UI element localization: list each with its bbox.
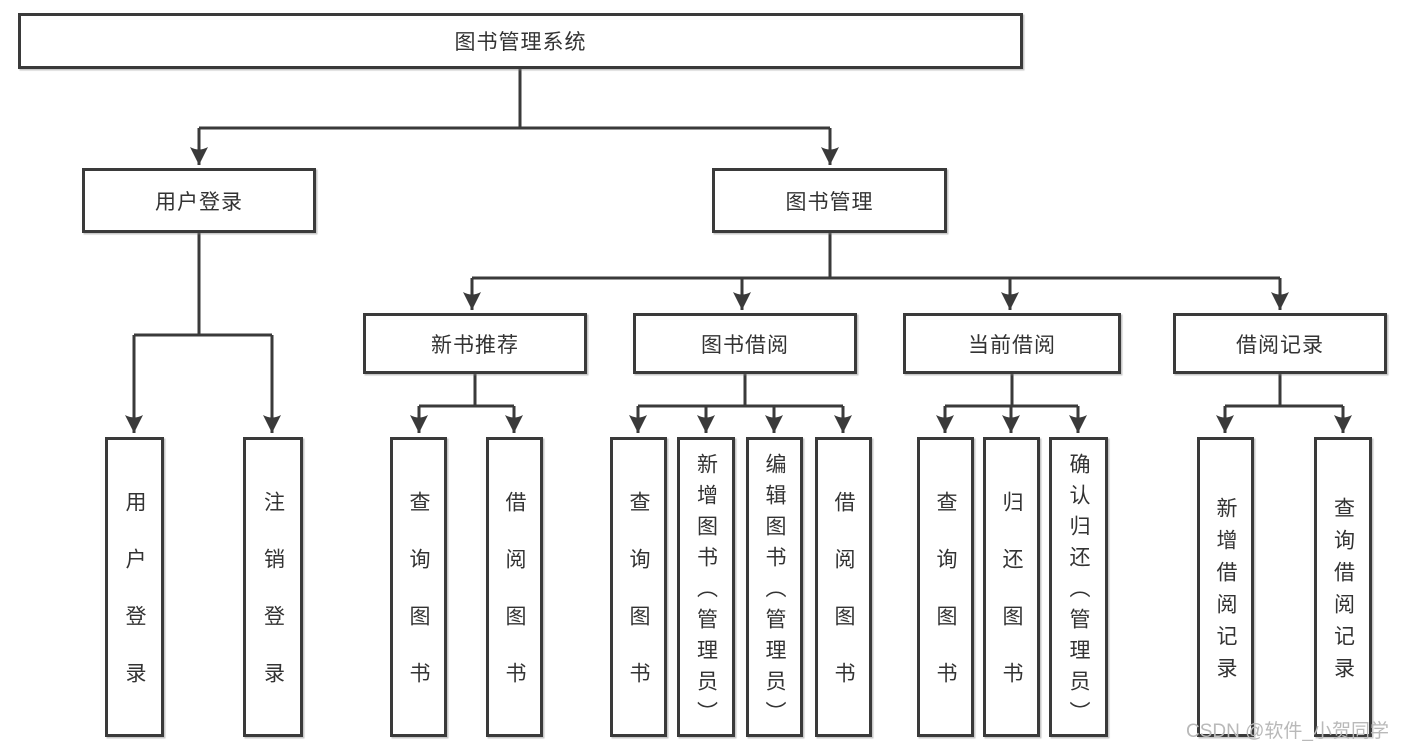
node-book-management: 图书管理 (712, 168, 947, 233)
leaf-label: 编辑图书（管理员） (763, 452, 786, 732)
leaf-logout: 注销登录 (243, 437, 303, 737)
node-current-borrowing: 当前借阅 (903, 313, 1121, 374)
leaf-add-borrow-record: 新增借阅记录 (1197, 437, 1254, 737)
node-user-login: 用户登录 (82, 168, 316, 233)
node-label: 用户登录 (155, 190, 243, 214)
leaf-label: 用户登录 (123, 491, 146, 719)
node-library-management-system: 图书管理系统 (18, 13, 1023, 69)
leaf-query-borrow-record: 查询借阅记录 (1314, 437, 1372, 737)
node-label: 图书管理系统 (454, 31, 587, 54)
leaf-label: 确认归还（管理员） (1067, 452, 1090, 732)
node-label: 借阅记录 (1236, 333, 1324, 357)
leaf-confirm-return-admin: 确认归还（管理员） (1049, 437, 1108, 737)
leaf-label: 注销登录 (261, 491, 285, 719)
leaf-label: 查询借阅记录 (1331, 497, 1355, 689)
node-new-book-recommendation: 新书推荐 (363, 313, 587, 374)
leaf-label: 新增借阅记录 (1214, 497, 1237, 689)
node-label: 图书借阅 (701, 333, 789, 357)
leaf-query-books-recommend: 查询图书 (390, 437, 447, 737)
csdn-watermark: CSDN @软件_小贺同学 (1186, 721, 1389, 742)
node-label: 当前借阅 (968, 333, 1056, 357)
leaf-label: 查询图书 (407, 491, 430, 719)
node-book-borrowing: 图书借阅 (633, 313, 857, 374)
leaf-query-books-borrowing: 查询图书 (610, 437, 667, 737)
node-label: 图书管理 (785, 190, 874, 214)
leaf-label: 借阅图书 (832, 491, 855, 719)
leaf-user-login: 用户登录 (105, 437, 164, 737)
leaf-return-books: 归还图书 (983, 437, 1040, 737)
leaf-borrow-books: 借阅图书 (815, 437, 872, 737)
leaf-label: 新增图书（管理员） (694, 452, 718, 732)
leaf-borrow-books-recommend: 借阅图书 (486, 437, 543, 737)
node-label: 新书推荐 (431, 333, 519, 357)
leaf-label: 查询图书 (934, 491, 957, 719)
leaf-label: 查询图书 (627, 491, 650, 719)
leaf-edit-books-admin: 编辑图书（管理员） (746, 437, 803, 737)
node-borrowing-records: 借阅记录 (1173, 313, 1387, 374)
leaf-add-books-admin: 新增图书（管理员） (677, 437, 735, 737)
leaf-query-books-current: 查询图书 (917, 437, 974, 737)
leaf-label: 归还图书 (1000, 491, 1023, 719)
leaf-label: 借阅图书 (503, 491, 526, 719)
